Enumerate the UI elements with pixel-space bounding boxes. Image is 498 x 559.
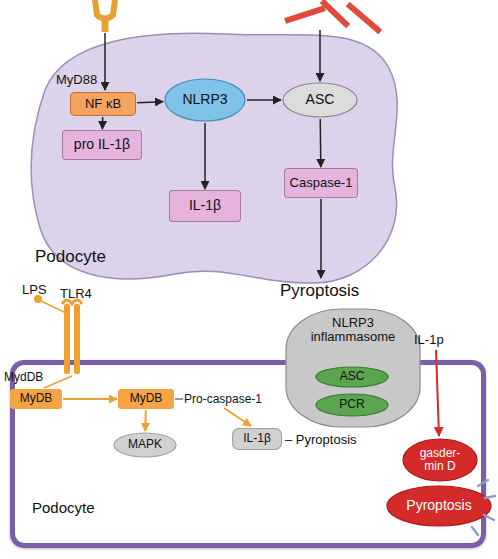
node-text: Caspase-1 [290, 176, 353, 190]
node-text: IL-1β [189, 198, 221, 213]
ellipse-shape [403, 439, 477, 481]
outcome-label: Pyroptosis [280, 281, 359, 301]
process-box: IL-1β [232, 428, 282, 450]
ellipse-shape [316, 394, 388, 416]
node-text: MAPK [128, 438, 162, 451]
ellipse-shape [165, 79, 245, 121]
process-box: pro IL-1β [62, 130, 142, 160]
protein-ellipse: ASC [282, 82, 358, 118]
ellipse-shape [114, 433, 176, 457]
ellipse-shape [316, 367, 388, 387]
protein-ellipse: ASC [315, 366, 389, 388]
node-text: gasder- min D [413, 447, 467, 473]
process-box: MyDB [10, 389, 62, 409]
ligand-line [41, 301, 64, 312]
outcome-label: – Pyroptosis [285, 432, 357, 447]
node-text: PCR [339, 398, 364, 411]
cell-shape [31, 33, 397, 283]
process-box: NF κB [70, 92, 136, 116]
node-text: NF κB [85, 97, 121, 111]
ligand-symbol [288, 3, 378, 30]
protein-label: MyD88 [56, 72, 97, 87]
node-text: IL-1β [243, 432, 271, 445]
protein-label: MydDB [4, 370, 43, 384]
node-text: Pyroptosis [406, 498, 471, 513]
node-text: ASC [306, 92, 335, 107]
node-text: MyDB [130, 392, 163, 405]
outcome-ellipse: Pyroptosis [386, 485, 492, 527]
receptor-symbol [95, 0, 115, 32]
protein-label: Pro-caspase-1 [184, 392, 262, 406]
receptor-label: TLR4 [60, 286, 92, 301]
node-text: pro IL-1β [74, 137, 130, 152]
capsule-shape [286, 309, 420, 427]
node-text: NLRP3 inflammasome [298, 316, 408, 345]
process-box: Caspase-1 [284, 168, 358, 198]
ellipse-shape [387, 486, 491, 526]
ligand-label: LPS [22, 282, 47, 297]
cytokine-label: IL-1p [414, 332, 444, 347]
node-text: MyDB [20, 392, 53, 405]
protein-ellipse: gasder- min D [402, 438, 478, 482]
protein-ellipse: NLRP3 [164, 78, 246, 122]
protein-ellipse: MAPK [113, 432, 177, 458]
process-box: MyDB [118, 389, 174, 409]
process-box: IL-1β [169, 190, 241, 222]
complex-shape: NLRP3 inflammasomeASC PCR [285, 308, 421, 428]
node-text: ASC [340, 370, 365, 383]
node-text: Podocyte [35, 248, 106, 267]
cell-outline: PodocyteMyDBMyDBMAPKIL-1βNLRP3 inflammas… [10, 360, 486, 548]
cell-outline: Podocyte NF κB pro IL-1β NLRP3 ASC IL-1β Caspa… [25, 28, 403, 290]
ellipse-shape [283, 83, 357, 117]
node-text: NLRP3 [182, 92, 227, 107]
node-text: Podocyte [32, 500, 95, 517]
protein-ellipse: PCR [315, 393, 389, 417]
